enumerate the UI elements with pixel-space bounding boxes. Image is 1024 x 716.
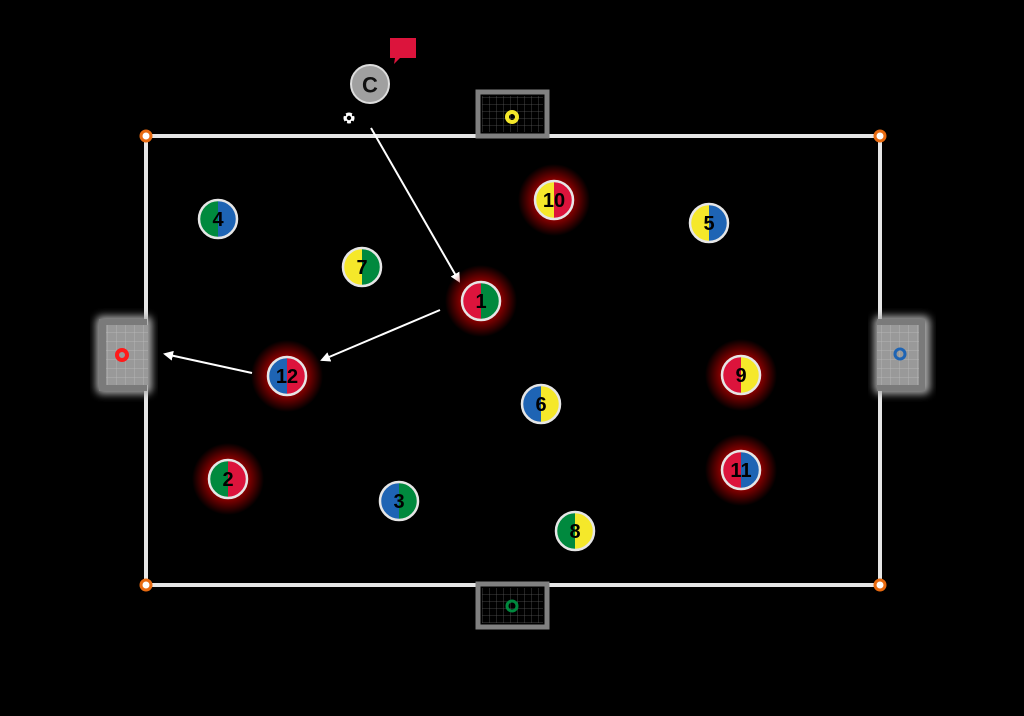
player-number: 12 [276,366,298,388]
corner-cone [139,129,153,143]
player-left-half [380,482,399,520]
player-number: 10 [543,190,565,212]
player-right-half [541,385,560,423]
player-left-half [522,385,541,423]
goal-marker-red [115,348,129,362]
player-left-half [690,204,709,242]
player-6[interactable]: 6 [520,383,562,425]
player-left-half [209,460,228,498]
goal-marker-yellow [505,110,519,124]
player-right-half [399,482,418,520]
player-left-half [722,451,741,489]
player-ring [197,198,239,240]
player-number: 1 [475,291,486,313]
player-5[interactable]: 5 [688,202,730,244]
goal-bottom [475,581,550,630]
player-left-half [268,357,287,395]
player-left-half [556,512,575,550]
player-number: 11 [730,460,751,482]
corner-cone [873,578,887,592]
goal-top [475,89,550,139]
player-number: 7 [356,257,367,279]
pass-arrow [370,127,460,283]
player-ring [266,355,308,397]
player-10[interactable]: 10 [518,164,590,236]
player-right-half [575,512,594,550]
corner-cone [139,578,153,592]
player-ring [460,280,502,322]
player-right-half [362,248,381,286]
player-number: 2 [222,469,233,491]
player-number: 5 [703,213,714,235]
player-right-half [287,357,306,395]
player-ring [341,246,383,288]
player-ring [207,458,249,500]
player-left-half [722,356,741,394]
goal-right [874,316,930,394]
player-ring [688,202,730,244]
player-right-half [481,282,500,320]
player-ring [378,480,420,522]
player-number: 9 [735,365,746,387]
player-ring [720,354,762,396]
player-11[interactable]: 11 [705,434,777,506]
pass-arrows [163,127,460,374]
pass-arrow [320,309,441,362]
player-number: 3 [393,491,404,513]
player-ring [520,383,562,425]
player-right-half [741,451,760,489]
player-2[interactable]: 2 [192,443,264,515]
player-right-half [218,200,237,238]
corner-cone [873,129,887,143]
player-number: 6 [535,394,546,416]
player-left-half [343,248,362,286]
player-4[interactable]: 4 [197,198,239,240]
flag-icon [390,38,416,64]
player-7[interactable]: 7 [341,246,383,288]
shot-arrow [163,350,253,374]
goal-marker-blue [893,347,907,361]
player-1[interactable]: 1 [445,265,517,337]
player-left-half [535,181,554,219]
ball-icon [342,111,356,125]
player-3[interactable]: 3 [378,480,420,522]
player-right-half [228,460,247,498]
player-ring [533,179,575,221]
goal-marker-green [505,599,519,613]
coach-label: C [362,73,378,98]
player-right-half [709,204,728,242]
player-9[interactable]: 9 [705,339,777,411]
player-12[interactable]: 12 [251,340,323,412]
player-number: 8 [569,521,580,543]
player-right-half [741,356,760,394]
player-ring [554,510,596,552]
corner-markers [139,129,887,592]
coach[interactable]: C [350,38,416,104]
player-right-half [554,181,573,219]
player-left-half [462,282,481,320]
player-left-half [199,200,218,238]
player-8[interactable]: 8 [554,510,596,552]
player-ring [720,449,762,491]
goal-left [96,316,152,394]
player-number: 4 [212,209,224,231]
